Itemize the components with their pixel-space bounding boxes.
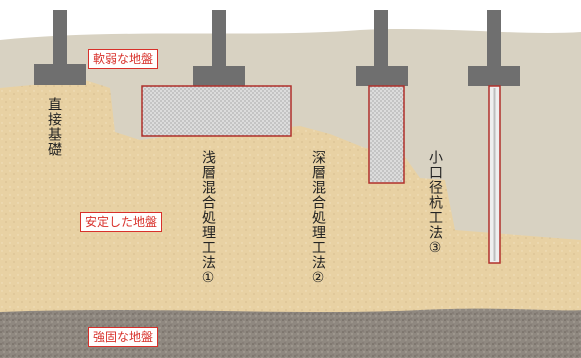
shallow-improved-soil-block bbox=[141, 85, 292, 137]
shallow-mixing-footing bbox=[193, 10, 245, 86]
deep-mixing-footing bbox=[356, 10, 408, 86]
soft-ground-label: 軟弱な地盤 bbox=[88, 49, 159, 69]
direct-foundation-footing bbox=[34, 10, 86, 85]
method-direct-label: 直接基礎 bbox=[46, 97, 62, 157]
hard-ground-label: 強固な地盤 bbox=[88, 327, 159, 347]
pile-footing bbox=[468, 10, 520, 86]
stable-ground-layer bbox=[0, 80, 581, 358]
method-pile-label: 小口径杭工法③ bbox=[427, 150, 443, 257]
method-shallow-label: 浅層混合処理工法① bbox=[200, 150, 216, 287]
deep-improved-soil-column bbox=[368, 85, 405, 184]
stable-ground-label: 安定した地盤 bbox=[80, 212, 163, 232]
method-deep-label: 深層混合処理工法② bbox=[310, 150, 326, 287]
